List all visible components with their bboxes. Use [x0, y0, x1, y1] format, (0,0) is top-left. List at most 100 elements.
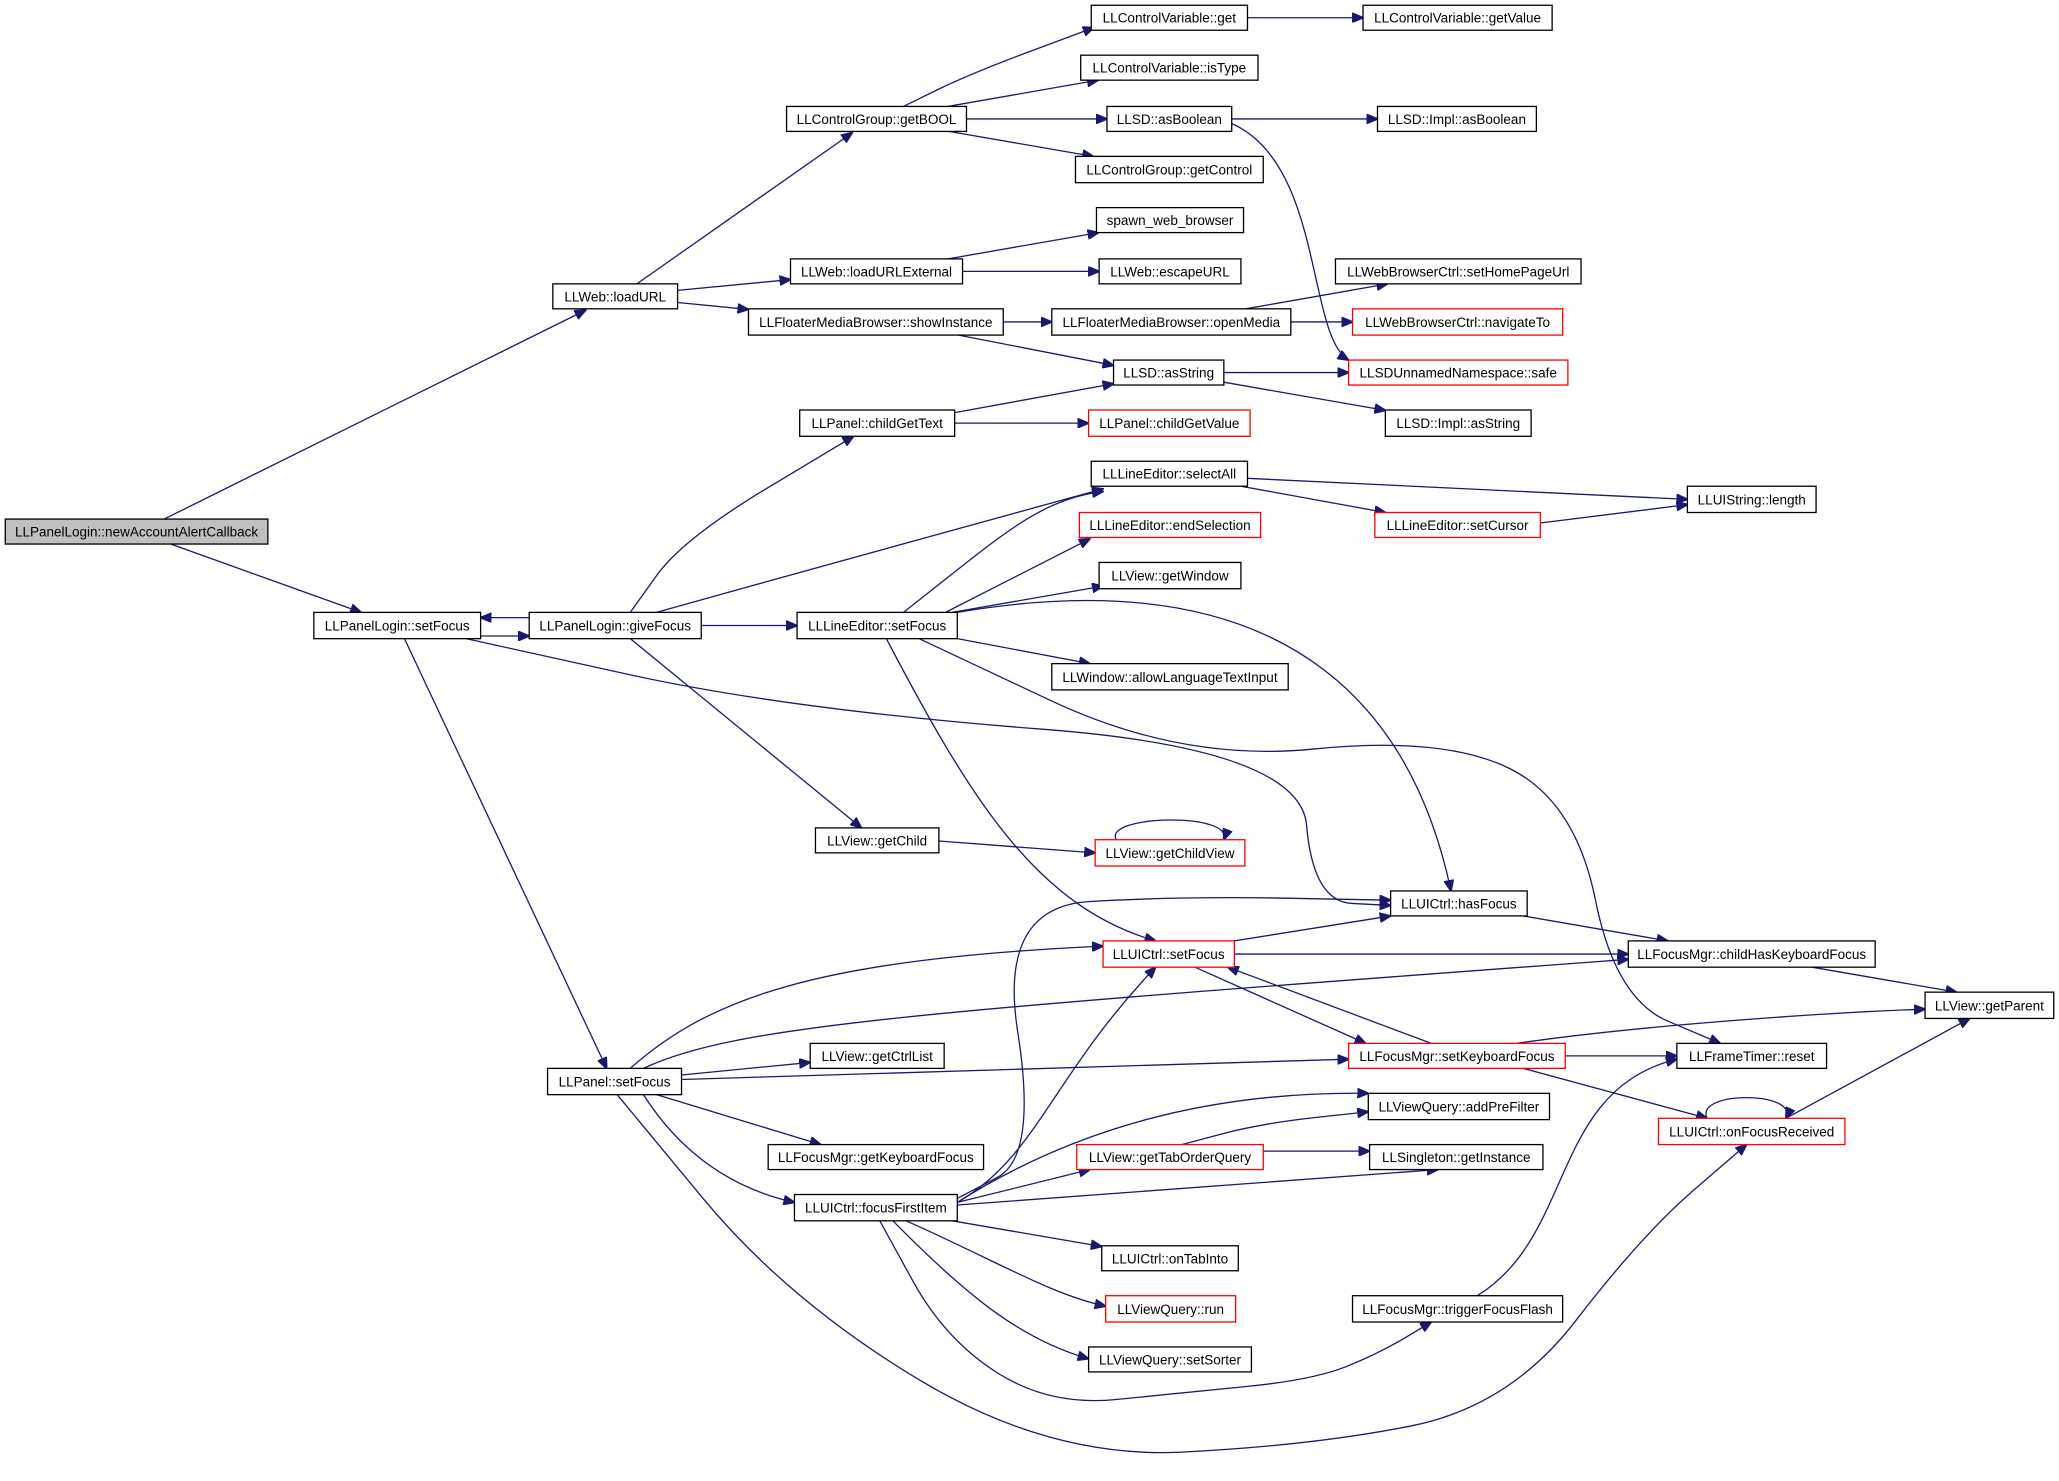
node-label: LLViewQuery::run: [1117, 1302, 1224, 1317]
node-showinstance[interactable]: LLFloaterMediaBrowser::showInstance: [747, 308, 1004, 336]
node-box: [796, 611, 958, 640]
node-cv-istype[interactable]: LLControlVariable::isType: [1080, 54, 1259, 81]
node-getchild[interactable]: LLView::getChild: [814, 827, 940, 854]
node-box: [1924, 991, 2055, 1020]
node-sethomepage[interactable]: LLWebBrowserCtrl::setHomePageUrl: [1334, 258, 1582, 285]
node-cv-get[interactable]: LLControlVariable::get: [1090, 4, 1249, 31]
node-label: LLWindow::allowLanguageTextInput: [1062, 670, 1277, 685]
node-box: [1351, 308, 1564, 336]
node-getparent[interactable]: LLView::getParent: [1924, 991, 2055, 1020]
node-selectall[interactable]: LLLineEditor::selectAll: [1090, 460, 1249, 487]
edge-panel_setfocus-to-getctrllist: [681, 1062, 811, 1076]
edge-givefocus-to-getchild: [629, 638, 861, 828]
node-label: LLView::getParent: [1935, 998, 2044, 1013]
node-childgetvalue[interactable]: LLPanel::childGetValue: [1087, 409, 1251, 437]
node-box: [1087, 1346, 1253, 1373]
edge-root-to-loadurl: [163, 310, 586, 520]
node-reset[interactable]: LLFrameTimer::reset: [1676, 1042, 1828, 1070]
node-getwindow[interactable]: LLView::getWindow: [1098, 561, 1242, 590]
node-label: LLControlVariable::getValue: [1374, 11, 1541, 26]
node-safe[interactable]: LLSDUnnamedNamespace::safe: [1347, 359, 1569, 386]
edge-panel_setfocus-to-getkbfocus: [656, 1094, 821, 1145]
node-asstring[interactable]: LLSD::asString: [1112, 359, 1225, 386]
node-loadurl[interactable]: LLWeb::loadURL: [552, 283, 679, 310]
node-le-setfocus[interactable]: LLLineEditor::setFocus: [796, 611, 958, 640]
node-gettaborder[interactable]: LLView::getTabOrderQuery: [1076, 1143, 1264, 1171]
node-childgettext[interactable]: LLPanel::childGetText: [799, 409, 956, 437]
edge-layer: [163, 18, 1970, 1454]
node-focusfirst[interactable]: LLUICtrl::focusFirstItem: [793, 1193, 958, 1222]
node-getcontrol[interactable]: LLControlGroup::getControl: [1074, 155, 1264, 184]
node-hasfocus[interactable]: LLUICtrl::hasFocus: [1389, 890, 1528, 917]
node-spawn[interactable]: spawn_web_browser: [1095, 206, 1245, 234]
node-givefocus[interactable]: LLPanelLogin::giveFocus: [528, 611, 702, 640]
node-box: [1087, 409, 1251, 437]
node-box: [1094, 839, 1246, 867]
edge-onfocusreceived-to-getparent: [1785, 1018, 1970, 1119]
edge-pl_setfocus-to-hasfocus: [466, 638, 1390, 906]
node-label: LLWebBrowserCtrl::navigateTo: [1365, 315, 1550, 330]
node-impl-asstring[interactable]: LLSD::Impl::asString: [1384, 409, 1532, 437]
edge-root-to-pl_setfocus: [170, 543, 361, 612]
node-box: [1112, 359, 1225, 386]
node-label: LLViewQuery::addPreFilter: [1378, 1099, 1539, 1114]
node-addprefilter[interactable]: LLViewQuery::addPreFilter: [1367, 1092, 1551, 1121]
node-getchildview[interactable]: LLView::getChildView: [1094, 839, 1246, 867]
node-llsd-asboolean[interactable]: LLSD::asBoolean: [1106, 105, 1233, 133]
node-box: [1076, 1143, 1264, 1171]
node-label: LLSD::Impl::asString: [1396, 416, 1520, 431]
node-box: [1676, 1042, 1828, 1070]
node-label: LLPanel::setFocus: [559, 1075, 671, 1090]
node-box: [1090, 4, 1249, 31]
node-endselection[interactable]: LLLineEditor::endSelection: [1078, 511, 1262, 539]
node-allowlang[interactable]: LLWindow::allowLanguageTextInput: [1051, 662, 1289, 691]
node-label: LLWebBrowserCtrl::setHomePageUrl: [1347, 264, 1569, 279]
node-box: [767, 1143, 985, 1171]
node-cv-getvalue[interactable]: LLControlVariable::getValue: [1362, 4, 1553, 31]
node-vq-run[interactable]: LLViewQuery::run: [1105, 1295, 1237, 1323]
node-label: LLFocusMgr::setKeyboardFocus: [1359, 1049, 1554, 1064]
node-childhaskb[interactable]: LLFocusMgr::childHasKeyboardFocus: [1627, 940, 1876, 968]
node-loadurlext[interactable]: LLWeb::loadURLExternal: [789, 258, 964, 285]
node-box: [1105, 1295, 1237, 1323]
node-pl-setfocus[interactable]: LLPanelLogin::setFocus: [313, 611, 482, 640]
node-box: [789, 258, 964, 285]
edge-selectall-to-length: [1247, 477, 1687, 499]
edge-focusfirst-to-getinstance: [957, 1170, 1438, 1206]
node-getbool[interactable]: LLControlGroup::getBOOL: [785, 105, 968, 133]
node-getctrllist[interactable]: LLView::getCtrlList: [809, 1042, 945, 1070]
node-setkbfocus[interactable]: LLFocusMgr::setKeyboardFocus: [1347, 1042, 1566, 1070]
edge-focusfirst-to-hasfocus: [956, 898, 1390, 1200]
node-label: LLPanel::childGetText: [812, 416, 944, 431]
node-ui-setfocus[interactable]: LLUICtrl::setFocus: [1102, 940, 1235, 968]
edge-triggerflash-to-reset: [1476, 1059, 1677, 1297]
node-label: LLControlVariable::isType: [1093, 61, 1247, 76]
node-triggerflash[interactable]: LLFocusMgr::triggerFocusFlash: [1351, 1295, 1564, 1323]
edge-focusfirst-to-vq_run: [905, 1220, 1106, 1306]
edge-panel_setfocus-to-setkbfocus: [681, 1059, 1349, 1081]
node-setcursor[interactable]: LLLineEditor::setCursor: [1374, 511, 1541, 539]
edge-getbool-to-cv_get: [903, 28, 1093, 108]
node-navigateto[interactable]: LLWebBrowserCtrl::navigateTo: [1351, 308, 1564, 336]
node-openmedia[interactable]: LLFloaterMediaBrowser::openMedia: [1051, 308, 1292, 336]
edge-llsd_asboolean-to-safe: [1231, 122, 1349, 361]
node-length[interactable]: LLUIString::length: [1686, 485, 1817, 514]
node-onfocusreceived[interactable]: LLUICtrl::onFocusReceived: [1657, 1117, 1846, 1146]
node-box: [1095, 206, 1245, 234]
node-box: [1389, 890, 1528, 917]
node-box: [1090, 460, 1249, 487]
node-getkbfocus[interactable]: LLFocusMgr::getKeyboardFocus: [767, 1143, 985, 1171]
edge-setcursor-to-length: [1540, 505, 1687, 524]
node-panel-setfocus[interactable]: LLPanel::setFocus: [546, 1067, 683, 1096]
node-label: LLUICtrl::focusFirstItem: [805, 1201, 947, 1216]
node-label: LLView::getCtrlList: [822, 1049, 934, 1064]
node-getinstance[interactable]: LLSingleton::getInstance: [1368, 1143, 1544, 1171]
node-impl-asboolean[interactable]: LLSD::Impl::asBoolean: [1376, 105, 1538, 133]
node-setsorter[interactable]: LLViewQuery::setSorter: [1087, 1346, 1253, 1373]
node-ontabinto[interactable]: LLUICtrl::onTabInto: [1101, 1245, 1239, 1272]
edge-loadurl-to-loadurlext: [677, 280, 791, 292]
edge-hasfocus-to-childhaskb: [1523, 915, 1667, 941]
edge-givefocus-to-selectall: [656, 489, 1103, 613]
node-root[interactable]: LLPanelLogin::newAccountAlertCallback: [4, 518, 269, 545]
node-escapeurl[interactable]: LLWeb::escapeURL: [1098, 258, 1242, 285]
